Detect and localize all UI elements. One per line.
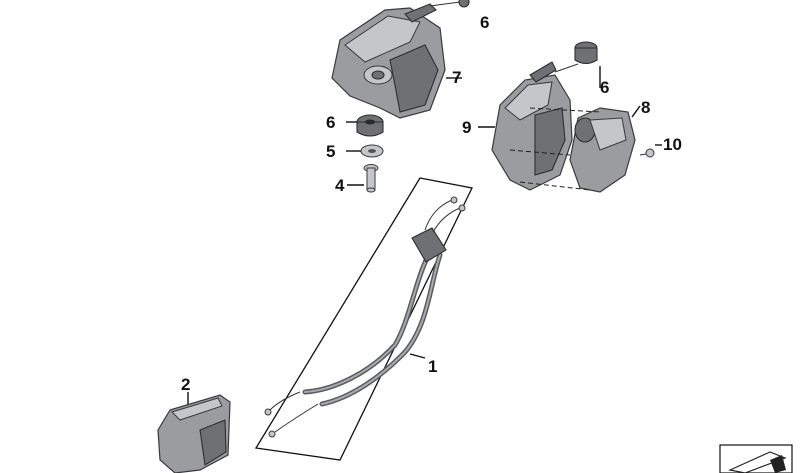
callout-8: 8 — [641, 98, 650, 117]
callout-4: 4 — [335, 176, 345, 195]
part-1-cable-frame[interactable] — [254, 177, 473, 461]
part-6-grommet-right[interactable] — [554, 41, 598, 73]
part-7-caliper-housing[interactable] — [331, 3, 446, 119]
leader-lines — [187, 66, 662, 404]
part-4-bolt[interactable] — [363, 164, 379, 193]
callout-2: 2 — [181, 375, 190, 394]
callout-7: 7 — [452, 68, 461, 87]
assembly-lines — [509, 107, 601, 191]
part-5-washer[interactable] — [360, 144, 384, 158]
part-6-grommet-left[interactable] — [356, 114, 384, 137]
callout-1: 1 — [428, 357, 437, 376]
part-8-caliper-half[interactable] — [569, 107, 636, 193]
bleed-nipple — [429, 0, 470, 8]
part-9-carrier[interactable] — [491, 61, 573, 191]
callout-6-top: 6 — [480, 13, 489, 32]
callout-6-left: 6 — [326, 113, 335, 132]
callout-10: 10 — [663, 135, 682, 154]
callout-6-right: 6 — [600, 78, 609, 97]
part-2-cover[interactable] — [157, 394, 231, 473]
part-1-cable — [264, 196, 466, 438]
part-10-screw[interactable] — [639, 148, 655, 158]
callout-9: 9 — [462, 118, 471, 137]
callout-5: 5 — [326, 142, 335, 161]
catalog-arrow-icon — [719, 444, 793, 473]
